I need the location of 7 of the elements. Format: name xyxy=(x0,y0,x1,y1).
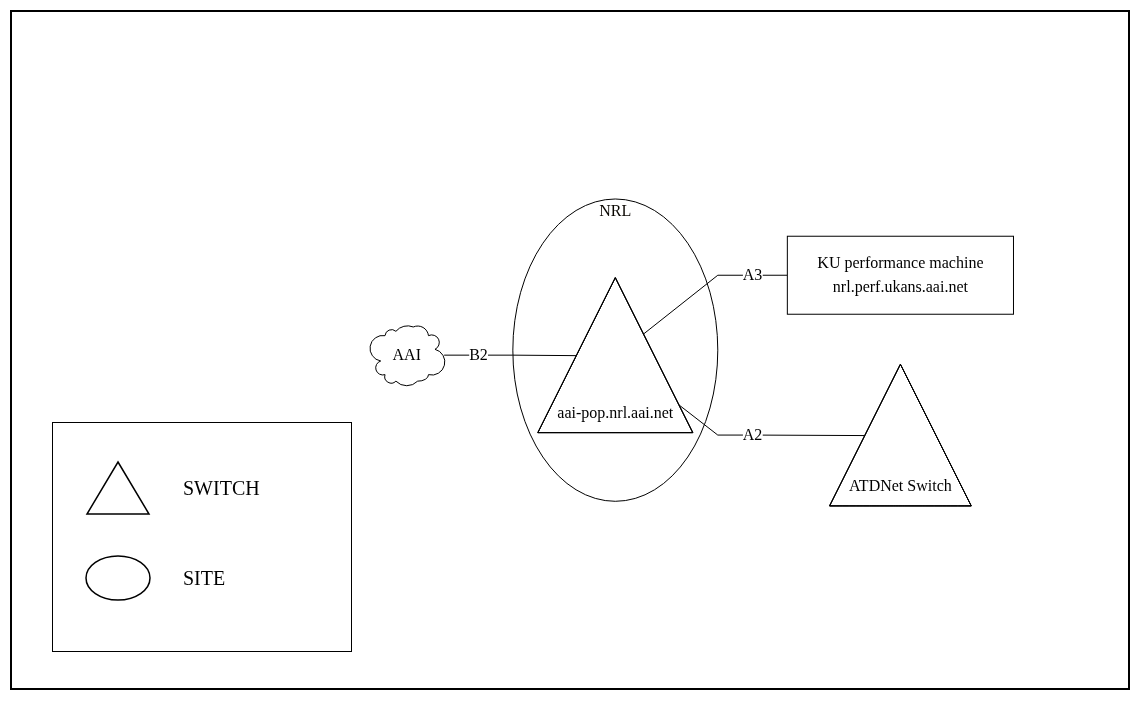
connector xyxy=(643,274,789,334)
node-box: KU performance machine nrl.perf.ukans.aai.net xyxy=(787,235,1015,315)
legend-label: SWITCH xyxy=(183,476,260,500)
edge-label: A3 xyxy=(743,265,763,283)
edge-label: B2 xyxy=(469,345,489,363)
legend-label: SITE xyxy=(183,566,226,590)
edge-label: A2 xyxy=(743,425,763,443)
